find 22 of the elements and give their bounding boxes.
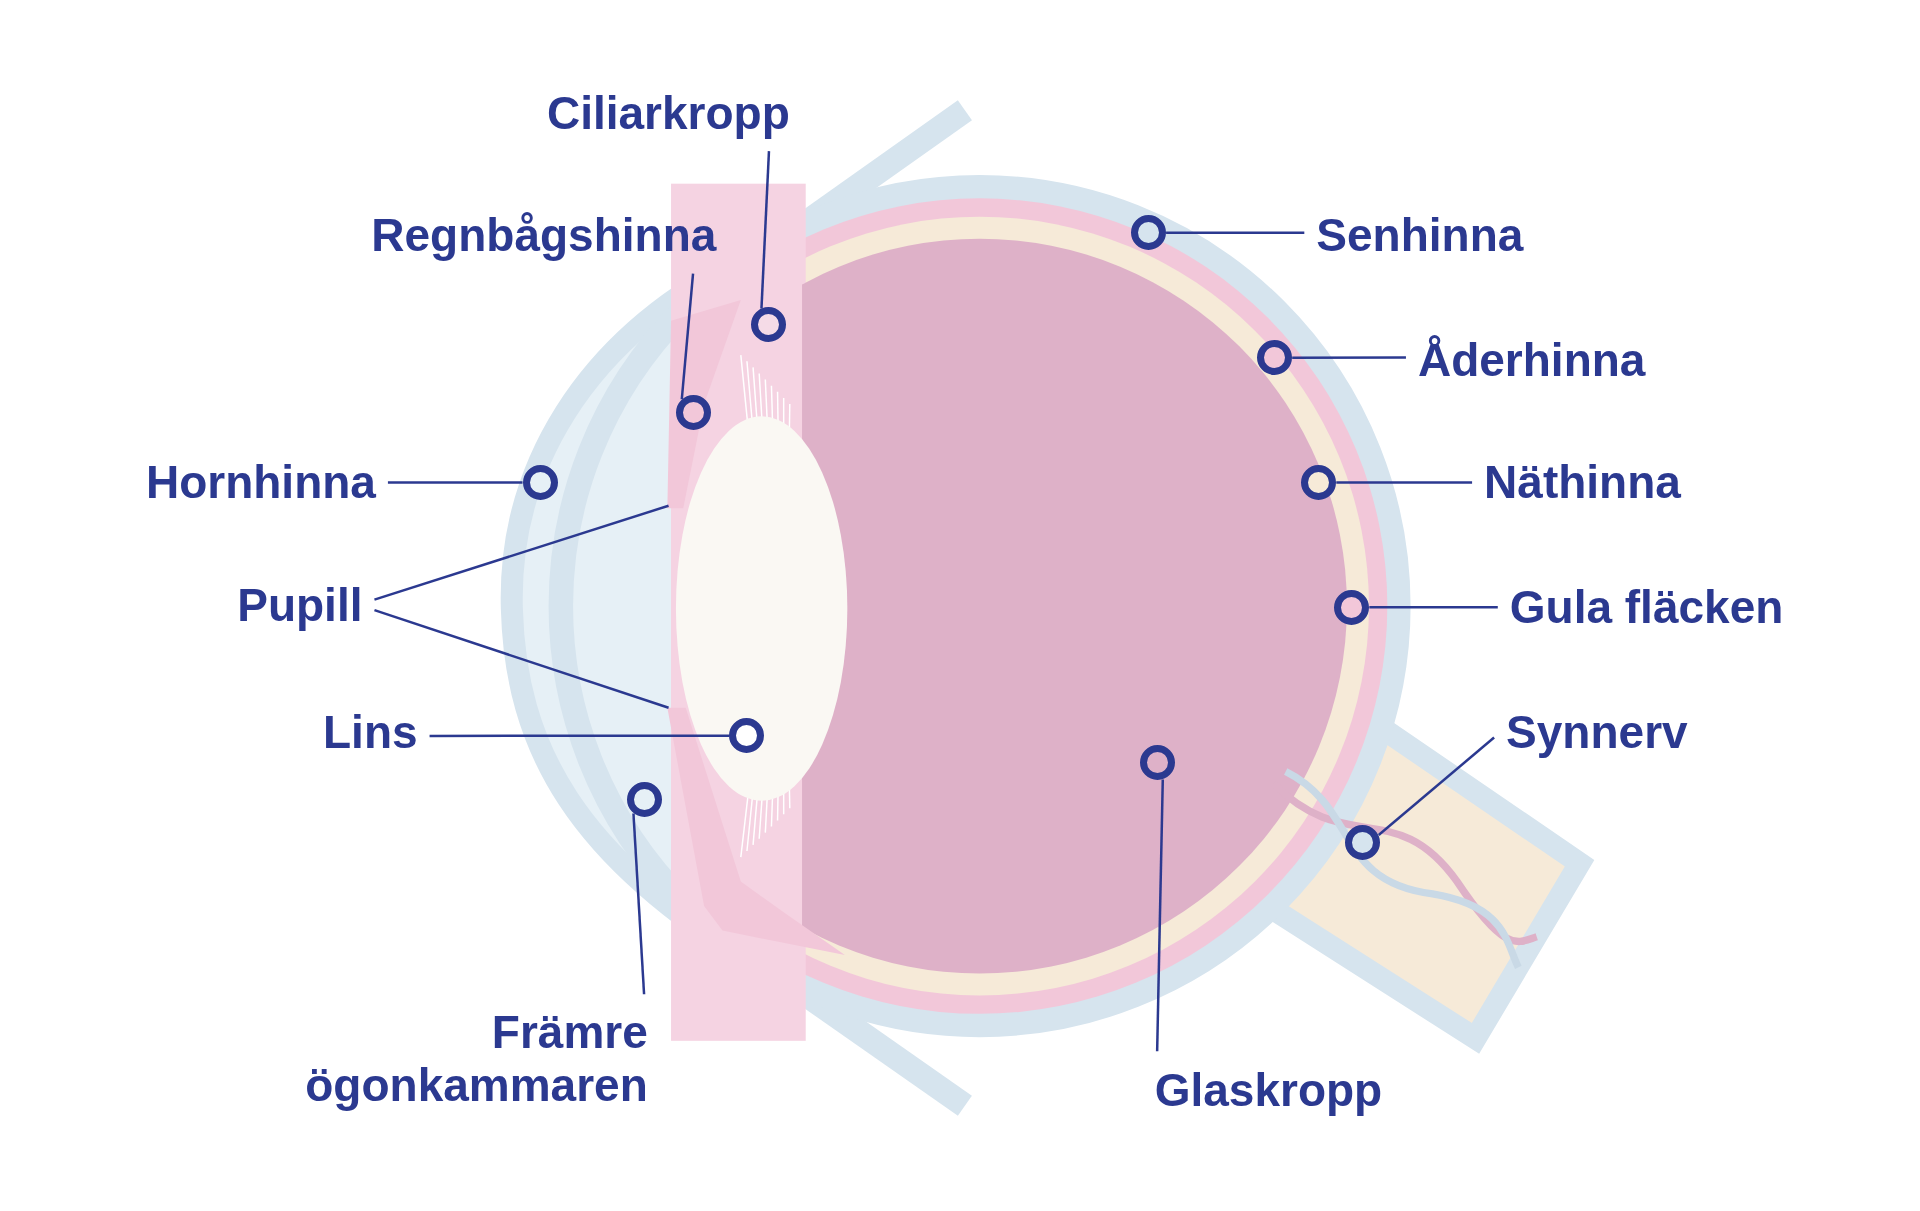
part-label: Främre ögonkammaren	[304, 1006, 648, 1113]
leader-line	[1292, 356, 1406, 359]
part-label: Pupill	[237, 578, 363, 632]
leader-line	[1155, 779, 1165, 1052]
part-label: Ciliarkropp	[546, 86, 790, 140]
leader-line	[374, 609, 669, 709]
part-label: Gula fläcken	[1509, 580, 1784, 634]
part-label: Glaskropp	[1154, 1063, 1383, 1117]
leader-line	[429, 734, 730, 738]
part-label: Senhinna	[1316, 208, 1524, 262]
part-label: Åderhinna	[1417, 333, 1646, 387]
leader-line	[374, 504, 669, 601]
part-label: Hornhinna	[145, 456, 376, 509]
leader-line	[1166, 231, 1305, 235]
part-label: Lins	[323, 705, 418, 759]
part-label: Synnerv	[1506, 705, 1688, 759]
leader-line	[1336, 481, 1473, 484]
part-label: Näthinna	[1484, 456, 1681, 509]
leader-line	[1369, 606, 1498, 609]
part-label: Regnbågshinna	[371, 208, 717, 262]
leader-line	[387, 481, 523, 484]
leader-line	[760, 151, 771, 309]
